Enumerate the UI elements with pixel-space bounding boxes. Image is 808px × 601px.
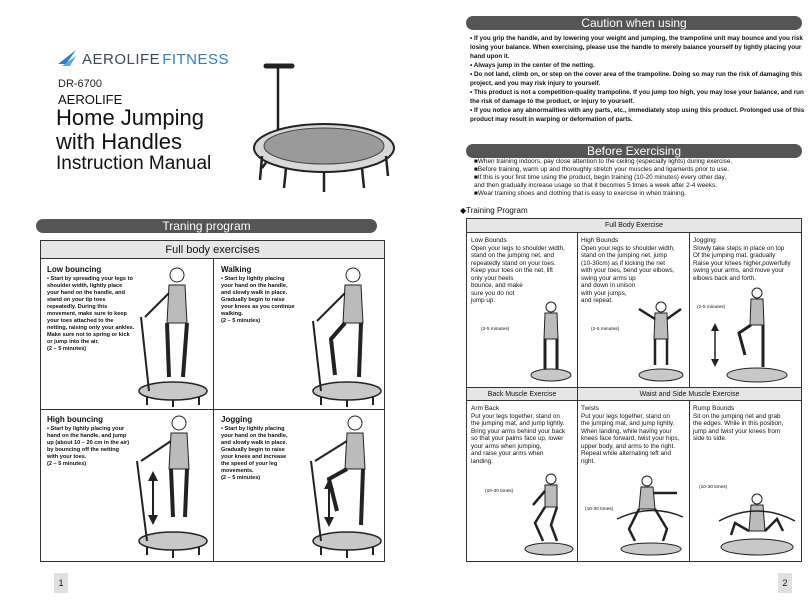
training-program-table: Full Body Exercise Back Muscle Exercise … xyxy=(466,218,802,562)
before-item: ■Before training, warm up and thoroughly… xyxy=(474,166,729,173)
table-divider-vertical xyxy=(689,401,690,561)
training-program-label: ◆Training Program xyxy=(460,206,528,215)
cell-note: (2-5 minutes) xyxy=(697,305,726,310)
manual-page-2: Caution when using • If you grip the han… xyxy=(404,0,808,601)
logo-text-aerolife: AEROLIFE xyxy=(82,50,161,68)
exercise-description: • Start by spreading your legs to should… xyxy=(47,276,135,352)
cell-title: Twists xyxy=(581,405,600,412)
caution-item: • If you notice any abnormalities with a… xyxy=(470,107,805,123)
cell-title: Arm Back xyxy=(471,405,500,412)
full-body-exercise-table: Full body exercises Low bouncing • Start… xyxy=(40,240,385,562)
table-divider-vertical xyxy=(577,233,578,387)
cell-low-bounds: Low Bounds Open your legs to shoulder wi… xyxy=(471,237,577,305)
cell-description: Slowly take steps in place on top Of the… xyxy=(693,244,791,282)
exercise-description: • Start by lightly placing your hand on … xyxy=(221,426,288,481)
jogging-figure xyxy=(310,415,382,558)
jogging-figure-right xyxy=(711,287,788,383)
cell-rump-bounds: Rump Bounds Sit on the jumping net and g… xyxy=(693,405,801,443)
cell-title: High Bounds xyxy=(581,237,619,244)
cell-note: (2-5 minutes) xyxy=(481,327,510,332)
low-bouncing-figure xyxy=(138,267,208,407)
exercise-title: High bouncing xyxy=(47,415,103,424)
exercise-high-bouncing: High bouncing • Start by lightly placing… xyxy=(47,415,137,468)
before-item: ■When training indoors, pay close attent… xyxy=(474,158,733,165)
arm-back-figure xyxy=(524,473,574,556)
cell-high-bounds: High Bounds Open your legs to shoulder w… xyxy=(581,237,689,305)
table-divider-vertical xyxy=(213,259,214,561)
exercise-title: Walking xyxy=(221,265,252,274)
cell-note: (10-30 times) xyxy=(485,489,514,494)
before-item: ■If this is your first time using the pr… xyxy=(474,174,727,189)
product-title-line-2: with Handles xyxy=(56,129,182,154)
product-title-line-1: Home Jumping xyxy=(56,105,204,130)
logo-text-fitness: FITNESS xyxy=(162,50,230,68)
cell-description: Open your legs to shoulder width, stand … xyxy=(581,244,675,305)
cell-note: (2-5 minutes) xyxy=(591,327,620,332)
before-item: ■Wear training shoes and clothing that i… xyxy=(474,190,686,197)
cell-title: Jogging xyxy=(693,237,716,244)
rump-bounds-figure xyxy=(718,493,796,556)
full-body-header: Full Body Exercise xyxy=(467,219,801,233)
back-muscle-header: Back Muscle Exercise xyxy=(467,387,577,401)
page-number: 1 xyxy=(54,573,68,593)
cell-description: Put your legs together, stand on the jum… xyxy=(471,412,566,465)
model-number: DR-6700 xyxy=(58,78,103,90)
cell-twists: Twists Put your legs together, stand on … xyxy=(581,405,689,465)
cell-arm-back: Arm Back Put your legs together, stand o… xyxy=(471,405,577,465)
high-bouncing-figure xyxy=(136,415,208,558)
table-header: Full body exercises xyxy=(41,241,384,259)
cell-jogging: Jogging Slowly take steps in place on to… xyxy=(693,237,801,282)
table-divider-vertical xyxy=(689,233,690,387)
table-divider-horizontal xyxy=(41,409,384,410)
cell-title: Low Bounds xyxy=(471,237,507,244)
wing-logo-icon xyxy=(58,50,76,66)
high-bounds-figure xyxy=(638,301,684,382)
caution-bar: Caution when using xyxy=(466,16,802,30)
caution-item: • This product is not a competition-qual… xyxy=(470,89,804,105)
caution-list: • If you grip the handle, and by lowerin… xyxy=(470,34,806,124)
caution-item: • If you grip the handle, and by lowerin… xyxy=(470,35,803,60)
before-exercising-bar: Before Exercising xyxy=(466,144,802,158)
waist-side-header: Waist and Side Muscle Exercise xyxy=(577,387,801,401)
cell-title: Rump Bounds xyxy=(693,405,735,412)
manual-subtitle: Instruction Manual xyxy=(56,153,212,174)
product-title: Home Jumping with Handles xyxy=(56,106,204,154)
cell-note: (10-30 times) xyxy=(699,485,728,490)
caution-item: • Always jump in the center of the netti… xyxy=(470,62,595,69)
table-divider-vertical xyxy=(577,401,578,561)
exercise-title: Jogging xyxy=(221,415,253,424)
caution-item: • Do not land, climb on, or step on the … xyxy=(470,71,803,87)
before-exercising-list: ■When training indoors, pay close attent… xyxy=(474,158,804,198)
exercise-jogging: Jogging • Start by lightly placing your … xyxy=(221,415,311,482)
brand-logo: AEROLIFE FITNESS xyxy=(56,48,229,70)
low-bounds-figure xyxy=(530,301,572,382)
page-number: 2 xyxy=(778,573,792,593)
exercise-walking: Walking • Start by lightly placing your … xyxy=(221,265,311,325)
manual-page-1: AEROLIFE FITNESS DR-6700 AEROLIFE Home J… xyxy=(36,48,395,593)
walking-figure xyxy=(312,267,382,407)
cell-description: Put your legs together, stand on the jum… xyxy=(581,412,680,465)
brand-name: AEROLIFE xyxy=(58,92,123,107)
trampoline-illustration xyxy=(253,63,395,192)
cell-description: Sit on the jumping net and grab the edge… xyxy=(693,412,784,443)
exercise-low-bouncing: Low bouncing • Start by spreading your l… xyxy=(47,265,137,353)
exercise-description: • Start by lightly placing your hand on … xyxy=(47,426,130,467)
twists-figure xyxy=(616,475,684,556)
cell-note: (10-30 times) xyxy=(585,507,614,512)
exercise-description: • Start by lightly placing your hand on … xyxy=(221,276,295,324)
exercise-title: Low bouncing xyxy=(47,265,102,274)
cell-description: Open your legs to shoulder width, stand … xyxy=(471,244,565,305)
training-program-bar: Traning program xyxy=(36,219,377,233)
